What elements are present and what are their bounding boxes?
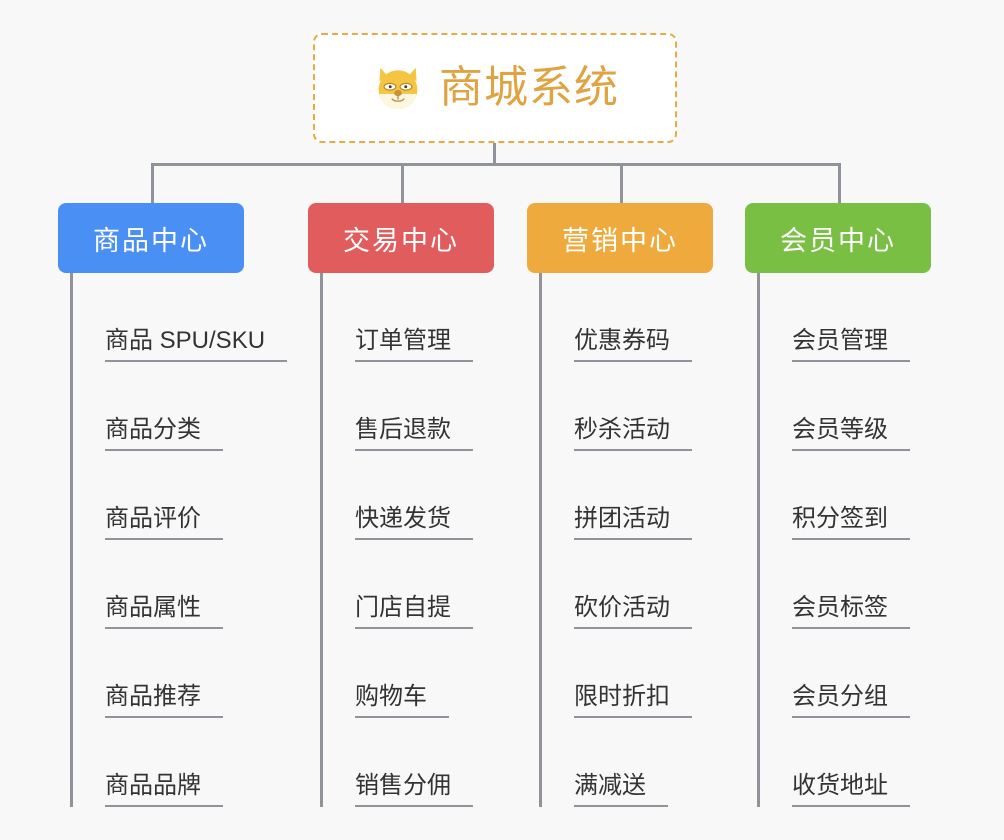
list-item[interactable]: 门店自提 bbox=[323, 540, 494, 629]
list-item[interactable]: 会员等级 bbox=[760, 362, 931, 451]
leaf-label: 商品分类 bbox=[105, 416, 223, 451]
branch-header-2-label: 交易中心 bbox=[343, 225, 459, 256]
leaf-label: 会员管理 bbox=[792, 327, 910, 362]
root-node[interactable]: 商城系统 bbox=[313, 33, 677, 143]
branch-column-4: 会员中心 会员管理 会员等级 积分签到 会员标签 会员分组 收货地址 bbox=[745, 203, 931, 807]
list-item[interactable]: 收货地址 bbox=[760, 718, 931, 807]
connector-drop-1 bbox=[151, 163, 154, 205]
list-item[interactable]: 满减送 bbox=[542, 718, 713, 807]
branch-header-2[interactable]: 交易中心 bbox=[308, 203, 494, 273]
leaf-label: 销售分佣 bbox=[355, 772, 473, 807]
leaf-label: 门店自提 bbox=[355, 594, 473, 629]
list-item[interactable]: 快递发货 bbox=[323, 451, 494, 540]
leaf-label: 积分签到 bbox=[792, 505, 910, 540]
leaf-label: 收货地址 bbox=[792, 772, 910, 807]
leaf-label: 会员分组 bbox=[792, 683, 910, 718]
branch-leaf-list-2: 订单管理 售后退款 快递发货 门店自提 购物车 销售分佣 bbox=[320, 273, 494, 807]
list-item[interactable]: 优惠券码 bbox=[542, 273, 713, 362]
list-item[interactable]: 商品分类 bbox=[73, 362, 244, 451]
branch-header-1-label: 商品中心 bbox=[93, 225, 209, 256]
branch-leaf-list-1: 商品 SPU/SKU 商品分类 商品评价 商品属性 商品推荐 商品品牌 bbox=[70, 273, 288, 807]
leaf-label: 拼团活动 bbox=[574, 505, 692, 540]
branch-header-4[interactable]: 会员中心 bbox=[745, 203, 931, 273]
branch-leaf-list-3: 优惠券码 秒杀活动 拼团活动 砍价活动 限时折扣 满减送 bbox=[539, 273, 713, 807]
branch-header-1[interactable]: 商品中心 bbox=[58, 203, 244, 273]
leaf-label: 商品属性 bbox=[105, 594, 223, 629]
list-item[interactable]: 商品属性 bbox=[73, 540, 244, 629]
list-item[interactable]: 会员管理 bbox=[760, 273, 931, 362]
leaf-label: 商品评价 bbox=[105, 505, 223, 540]
list-item[interactable]: 商品品牌 bbox=[73, 718, 244, 807]
list-item[interactable]: 限时折扣 bbox=[542, 629, 713, 718]
list-item[interactable]: 砍价活动 bbox=[542, 540, 713, 629]
connector-drop-2 bbox=[401, 163, 404, 205]
leaf-label: 订单管理 bbox=[355, 327, 473, 362]
connector-root-stem bbox=[493, 143, 496, 165]
list-item[interactable]: 订单管理 bbox=[323, 273, 494, 362]
list-item[interactable]: 销售分佣 bbox=[323, 718, 494, 807]
connector-drop-3 bbox=[620, 163, 623, 205]
branch-leaf-list-4: 会员管理 会员等级 积分签到 会员标签 会员分组 收货地址 bbox=[757, 273, 931, 807]
leaf-label: 会员等级 bbox=[792, 416, 910, 451]
branch-column-1: 商品中心 商品 SPU/SKU 商品分类 商品评价 商品属性 商品推荐 商品品牌 bbox=[58, 203, 288, 807]
list-item[interactable]: 积分签到 bbox=[760, 451, 931, 540]
list-item[interactable]: 秒杀活动 bbox=[542, 362, 713, 451]
branch-column-3: 营销中心 优惠券码 秒杀活动 拼团活动 砍价活动 限时折扣 满减送 bbox=[527, 203, 713, 807]
leaf-label: 商品品牌 bbox=[105, 772, 223, 807]
shiba-dog-face-icon bbox=[378, 67, 418, 110]
leaf-label: 售后退款 bbox=[355, 416, 473, 451]
leaf-label: 优惠券码 bbox=[574, 327, 692, 362]
list-item[interactable]: 售后退款 bbox=[323, 362, 494, 451]
leaf-label: 商品推荐 bbox=[105, 683, 223, 718]
leaf-label: 会员标签 bbox=[792, 594, 910, 629]
list-item[interactable]: 会员分组 bbox=[760, 629, 931, 718]
branch-header-4-label: 会员中心 bbox=[780, 225, 896, 256]
connector-drop-4 bbox=[838, 163, 841, 205]
branch-header-3[interactable]: 营销中心 bbox=[527, 203, 713, 273]
list-item[interactable]: 会员标签 bbox=[760, 540, 931, 629]
list-item[interactable]: 商品评价 bbox=[73, 451, 244, 540]
leaf-label: 砍价活动 bbox=[574, 594, 692, 629]
list-item[interactable]: 拼团活动 bbox=[542, 451, 713, 540]
branch-column-2: 交易中心 订单管理 售后退款 快递发货 门店自提 购物车 销售分佣 bbox=[308, 203, 494, 807]
connector-horizontal-bus bbox=[151, 163, 841, 166]
list-item[interactable]: 购物车 bbox=[323, 629, 494, 718]
list-item[interactable]: 商品 SPU/SKU bbox=[73, 273, 288, 362]
leaf-label: 满减送 bbox=[574, 772, 668, 807]
leaf-label: 秒杀活动 bbox=[574, 416, 692, 451]
branch-header-3-label: 营销中心 bbox=[562, 225, 678, 256]
root-title: 商城系统 bbox=[439, 63, 619, 112]
list-item[interactable]: 商品推荐 bbox=[73, 629, 244, 718]
leaf-label: 购物车 bbox=[355, 683, 449, 718]
leaf-label: 快递发货 bbox=[355, 505, 473, 540]
leaf-label: 商品 SPU/SKU bbox=[105, 327, 288, 362]
leaf-label: 限时折扣 bbox=[574, 683, 692, 718]
